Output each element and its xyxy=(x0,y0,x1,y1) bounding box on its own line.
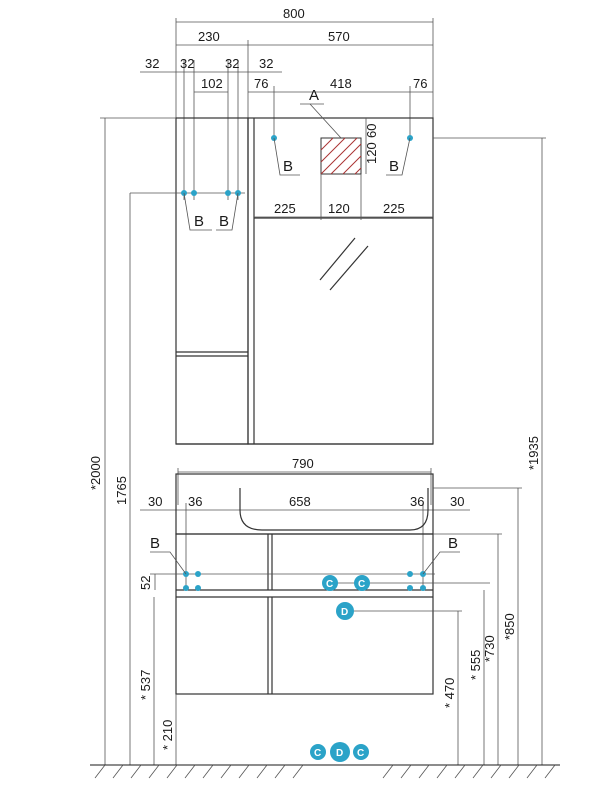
socket-area-a: A 60 120 xyxy=(300,87,379,175)
b-cabinet-left: B xyxy=(194,213,204,230)
split-left-label: 225 xyxy=(274,201,296,216)
h470-label: * 470 xyxy=(442,678,457,708)
height-dimensions: *2000 1765 *1935 xyxy=(88,117,546,765)
top-dimensions: 800 230 570 32 32 32 32 102 76 418 76 xyxy=(140,6,434,200)
mirror-center-label: 418 xyxy=(330,76,352,91)
cd-markers: C C D xyxy=(322,575,490,620)
mirror-offset-left-label: 76 xyxy=(254,76,268,91)
split-center-label: 120 xyxy=(328,201,350,216)
d-marker: D xyxy=(341,607,348,618)
b-vanity-right: B xyxy=(448,535,458,552)
vanity-right-gap-label: 30 xyxy=(450,494,464,509)
right-total-height-label: *1935 xyxy=(526,436,541,470)
vanity-unit xyxy=(175,473,434,695)
vanity-left-gap-label: 30 xyxy=(148,494,162,509)
mirror-offset-right-label: 76 xyxy=(413,76,427,91)
vanity-width-label: 790 xyxy=(292,456,314,471)
box-width-v-label: 120 xyxy=(364,142,379,164)
h555-label: * 555 xyxy=(468,650,483,680)
left-point-height-label: 1765 xyxy=(114,476,129,505)
tall-cabinet xyxy=(175,117,249,445)
b-height-label: 52 xyxy=(138,576,153,590)
h210-label: * 210 xyxy=(160,720,175,750)
floor: C D C xyxy=(90,742,560,779)
offset-32-a: 32 xyxy=(145,56,159,71)
split-right-label: 225 xyxy=(383,201,405,216)
b-mirror-right: B xyxy=(389,158,399,175)
basin-width-label: 658 xyxy=(289,494,311,509)
offset-32-d: 32 xyxy=(259,56,273,71)
b-vanity-left: B xyxy=(150,535,160,552)
mirror-split-dims: 225 120 225 xyxy=(254,174,433,220)
offset-32-c: 32 xyxy=(225,56,239,71)
b-markers-upper: B B B B xyxy=(130,135,413,231)
overall-width-label: 800 xyxy=(283,6,305,21)
vanity-dims-top: 790 30 36 658 36 30 xyxy=(140,456,470,590)
box-height-label: 60 xyxy=(364,124,379,138)
vanity-right-inner-label: 36 xyxy=(410,494,424,509)
mirror-cabinet xyxy=(176,117,434,445)
vanity-left-inner-label: 36 xyxy=(188,494,202,509)
offset-32-b: 32 xyxy=(180,56,194,71)
total-height-label: *2000 xyxy=(88,456,103,490)
c-marker-left: C xyxy=(326,579,333,590)
b-markers-lower: B B 52 xyxy=(138,535,460,591)
d-floor: D xyxy=(336,748,343,759)
b-cabinet-right: B xyxy=(219,213,229,230)
label-a: A xyxy=(309,87,319,104)
c-floor-right: C xyxy=(357,748,364,759)
c-marker-right: C xyxy=(358,579,365,590)
b-mirror-left: B xyxy=(283,158,293,175)
mirror-width-label: 570 xyxy=(328,29,350,44)
vanity-height-dims: * 537 * 210 * 470 * 555 *730 *850 xyxy=(138,487,522,765)
left-inner-label: 102 xyxy=(201,76,223,91)
c-floor-left: C xyxy=(314,748,321,759)
h850-label: *850 xyxy=(502,613,517,640)
h537-label: * 537 xyxy=(138,670,153,700)
left-cabinet-width-label: 230 xyxy=(198,29,220,44)
h730-label: *730 xyxy=(482,635,497,662)
